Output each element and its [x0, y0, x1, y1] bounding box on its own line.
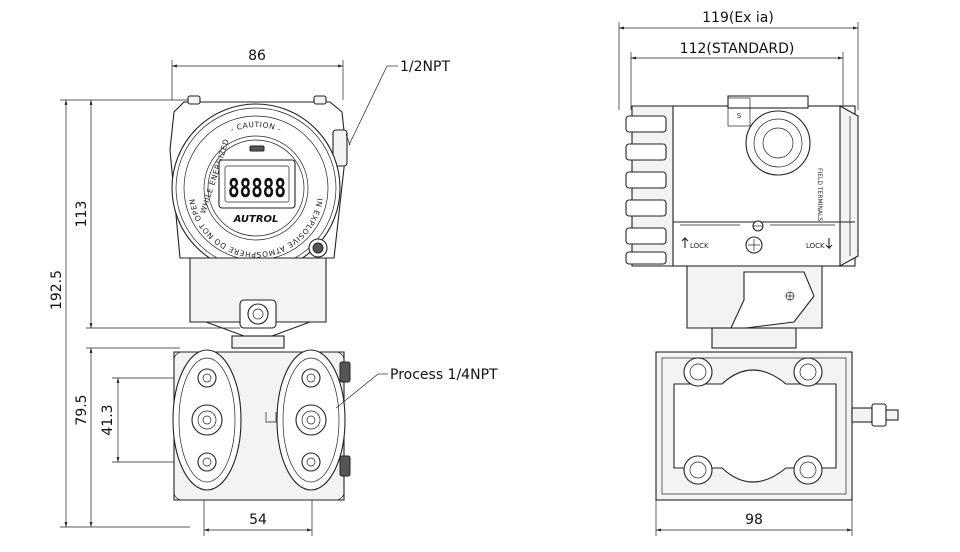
- side-neck: [686, 265, 823, 349]
- side-view: 119(Ex ia) 112(STANDARD) S: [618, 10, 899, 536]
- dimension-98: 98: [655, 500, 853, 536]
- dimension-86: 86: [171, 48, 344, 100]
- dimension-112: 112(STANDARD): [630, 41, 844, 110]
- dimension-119: 119(Ex ia): [618, 10, 859, 110]
- lcd-digits: 88888: [228, 174, 286, 204]
- dim-98-label: 98: [745, 512, 763, 528]
- label-field-terminals: FIELD TERMINALS: [816, 168, 823, 221]
- callout-conduit: 1/2NPT: [348, 59, 450, 146]
- dim-79-5-label: 79.5: [74, 394, 90, 425]
- lcd-display: [218, 159, 296, 209]
- dimension-192-5: 192.5: [49, 99, 200, 528]
- front-housing: - CAUTION - IN EXPLOSIVE ATMOSPHERE DO N…: [169, 95, 351, 273]
- front-view: 86 1/2NPT 192.5 113 79.5: [49, 48, 498, 536]
- side-flange: [655, 351, 899, 501]
- label-lock-left: LOCK: [690, 242, 709, 250]
- dimension-79-5: 79.5: [74, 347, 180, 527]
- front-neck: [189, 257, 327, 349]
- label-lock-right: LOCK: [806, 242, 825, 250]
- label-s: S: [737, 112, 742, 120]
- callout-process-label: Process 1/4NPT: [390, 367, 498, 383]
- dim-192-5-label: 192.5: [49, 270, 65, 310]
- side-housing: S FIELD TERMINALS LOCK LOCK: [625, 95, 859, 267]
- brand-logo: AUTROL: [233, 214, 279, 225]
- callout-conduit-label: 1/2NPT: [400, 59, 450, 75]
- dim-119-label: 119(Ex ia): [702, 10, 774, 26]
- dim-54-label: 54: [249, 512, 267, 528]
- dimension-113: 113: [74, 100, 240, 329]
- dim-112-label: 112(STANDARD): [680, 41, 795, 57]
- dim-113-label: 113: [74, 201, 90, 228]
- callout-process: Process 1/4NPT: [335, 367, 498, 409]
- front-flange: [172, 349, 351, 501]
- dim-86-label: 86: [248, 48, 266, 64]
- dim-41-3-label: 41.3: [100, 404, 116, 435]
